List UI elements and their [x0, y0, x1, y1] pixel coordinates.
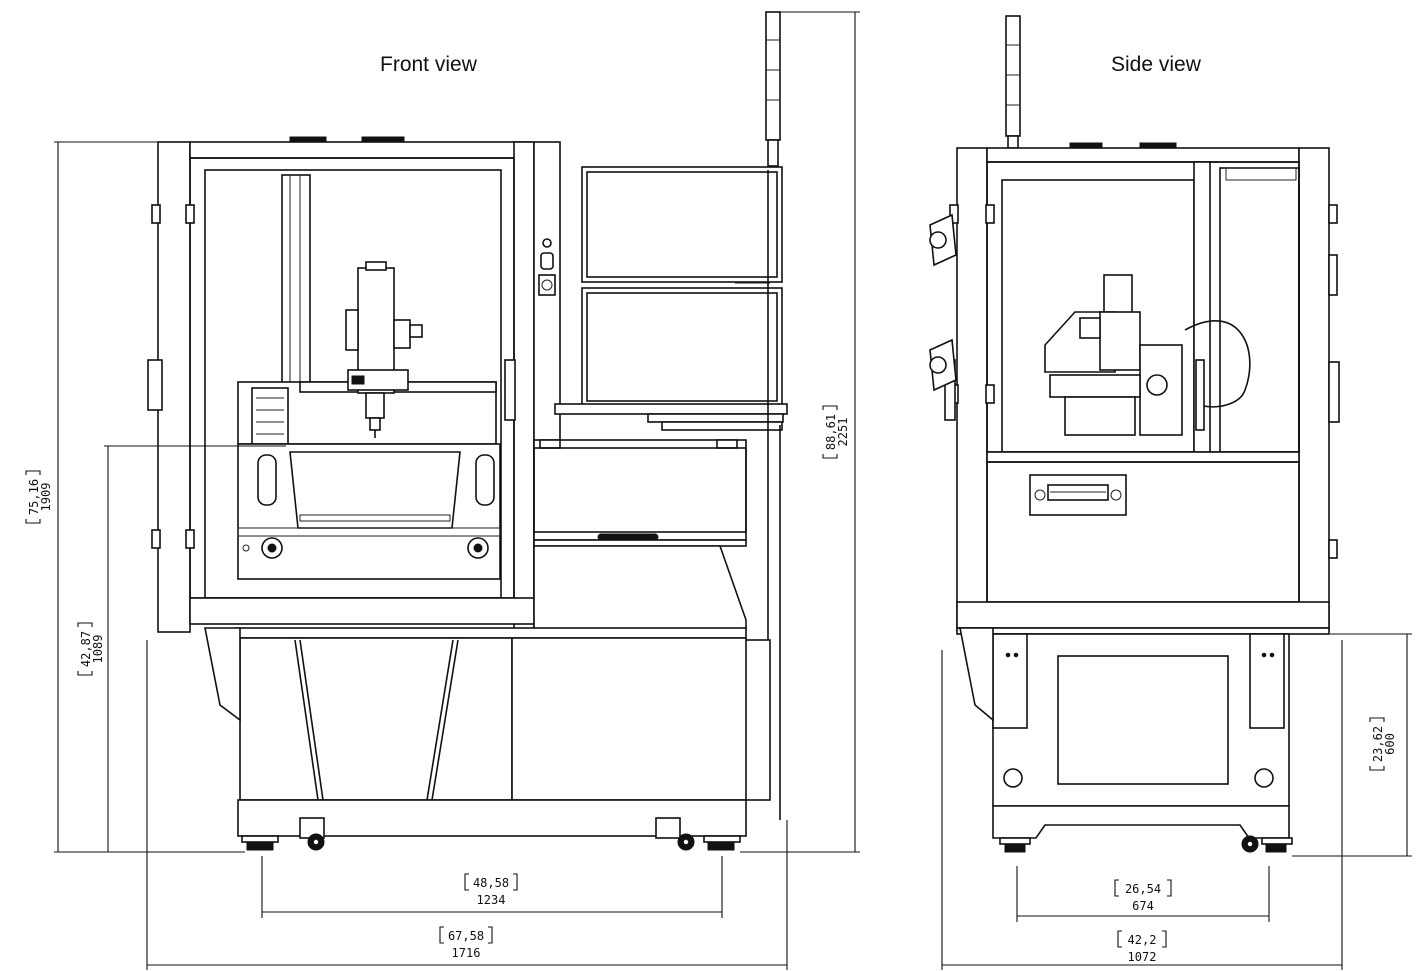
dim-front-table-height-mm: 1089	[91, 635, 105, 664]
dim-side-foot-spacing: 26,54 674	[1114, 879, 1172, 913]
dim-front-foot-spacing-inch: 48,58	[473, 876, 509, 890]
dim-front-total-width-inch: 67,58	[448, 929, 484, 943]
dim-front-total-width-mm: 1716	[452, 946, 481, 960]
dim-front-total-height-mm: 1909	[39, 483, 53, 512]
dim-side-base-height-mm: 600	[1383, 733, 1397, 755]
dim-front-total-height-inch: 75,16	[27, 479, 41, 515]
side-view-title: Side view	[1111, 53, 1201, 76]
dim-front-total-height: 75,16 1909	[25, 470, 53, 524]
dim-side-base-height: 23,62 600	[1369, 717, 1397, 771]
dim-front-tower-height: 88,61 2251	[822, 405, 850, 459]
side-view-machine	[929, 15, 1340, 853]
signal-tower	[765, 11, 781, 167]
dim-side-total-width-mm: 1072	[1128, 950, 1157, 964]
dim-front-table-height: 42,87 1089	[77, 622, 105, 676]
side-dimension-lines	[941, 633, 1412, 970]
front-view-machine	[147, 11, 788, 851]
dim-side-base-height-inch: 23,62	[1371, 726, 1385, 762]
front-view-title: Front view	[380, 53, 477, 76]
dim-side-total-width-inch: 42,2	[1128, 933, 1157, 947]
front-dimension-lines	[54, 11, 860, 970]
dim-side-foot-spacing-mm: 674	[1132, 899, 1154, 913]
dim-side-total-width: 42,2 1072	[1117, 930, 1167, 964]
dim-front-tower-height-inch: 88,61	[824, 414, 838, 450]
dim-front-foot-spacing-mm: 1234	[477, 893, 506, 907]
dim-front-table-height-inch: 42,87	[79, 631, 93, 667]
dim-front-total-width: 67,58 1716	[439, 926, 493, 960]
dim-side-foot-spacing-inch: 26,54	[1125, 882, 1161, 896]
dim-front-foot-spacing: 48,58 1234	[464, 873, 518, 907]
dim-front-tower-height-mm: 2251	[836, 418, 850, 447]
